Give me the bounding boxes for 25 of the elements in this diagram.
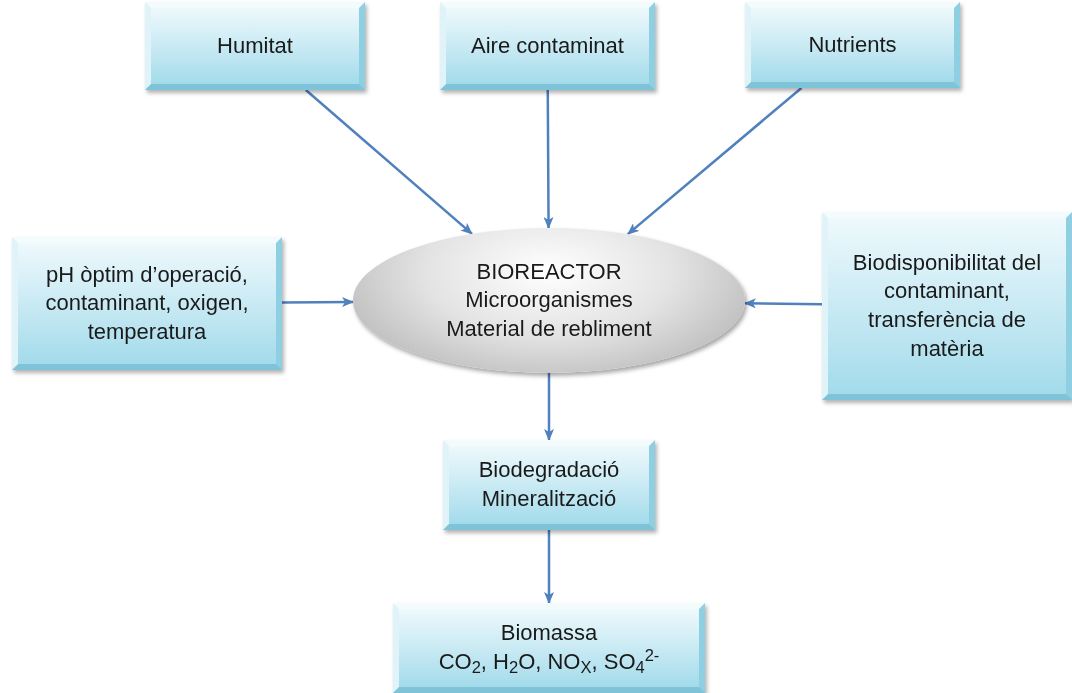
node-text: pH òptim d’operació, contaminant, oxigen, temperatura <box>44 260 250 346</box>
node-text: BIOREACTOR <box>476 257 622 286</box>
node-text: Humitat <box>217 31 293 60</box>
process-box <box>12 237 282 370</box>
node-text: Biomassa <box>500 619 598 648</box>
arrow <box>743 298 822 309</box>
node-text: Biodisponibilitat del contaminant, transferència de matèria <box>851 248 1043 363</box>
node-text: Mineralització <box>481 485 617 513</box>
process-box <box>440 2 655 90</box>
node-text: Nutrients <box>808 30 897 59</box>
arrow <box>544 373 554 441</box>
node-text: Microorganismes <box>465 286 633 315</box>
node-text: Material de rebliment <box>446 314 652 343</box>
process-box <box>443 440 655 530</box>
arrow <box>544 530 554 604</box>
node-text: Biodegradació <box>478 456 620 485</box>
process-box <box>145 2 365 90</box>
process-box <box>393 603 705 693</box>
arrow <box>282 297 355 308</box>
arrow <box>543 90 554 229</box>
arrow <box>627 87 803 236</box>
arrow <box>305 89 473 235</box>
process-box <box>745 2 960 88</box>
process-box <box>822 212 1072 400</box>
node-text: Aire contaminat <box>471 31 624 60</box>
